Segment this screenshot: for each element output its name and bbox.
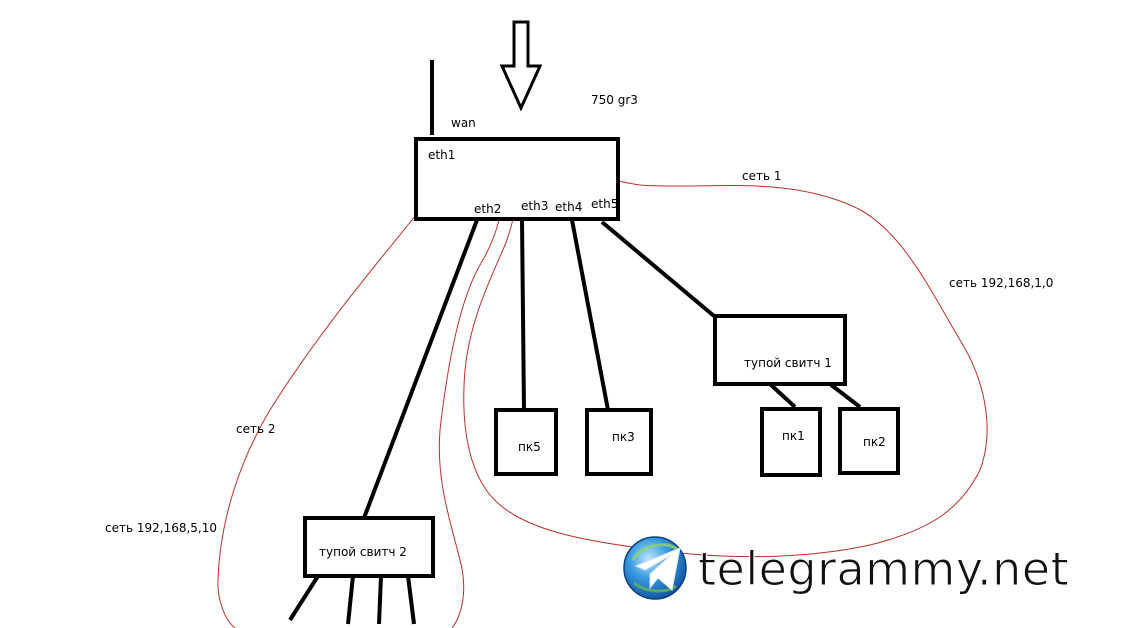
router-box: [414, 137, 620, 221]
pc3-box: [585, 408, 653, 476]
pc1-label: пк1: [782, 429, 805, 443]
switch2-port-line: [377, 575, 383, 625]
switch1-box: [713, 314, 847, 386]
eth4-label: eth4: [555, 200, 582, 214]
eth1-label: eth1: [428, 148, 455, 162]
watermark-text: telegrammy.net: [698, 542, 1069, 596]
eth4-cable: [570, 219, 610, 411]
network2-subnet: сеть 192,168,5,10: [105, 521, 217, 535]
switch2-port-line: [346, 575, 355, 625]
down-arrow-icon: [499, 20, 543, 112]
eth2-cable: [362, 219, 479, 519]
switch2-port-line: [406, 575, 416, 625]
pc5-label: пк5: [518, 440, 541, 454]
switch2-port-line: [288, 574, 320, 622]
watermark: telegrammy.net: [623, 536, 1069, 600]
switch1-label: тупой свитч 1: [744, 356, 832, 370]
wan-label: wan: [451, 116, 476, 130]
switch2-box: [303, 516, 435, 578]
eth5-cable: [600, 220, 716, 318]
pc5-box: [494, 408, 558, 476]
eth3-label: eth3: [521, 199, 548, 213]
eth5-label: eth5: [591, 197, 618, 211]
pc2-box: [838, 407, 900, 475]
pc3-label: пк3: [612, 430, 635, 444]
network2-name: сеть 2: [236, 422, 276, 436]
eth3-cable: [520, 219, 526, 411]
telegram-logo-icon: [623, 536, 687, 600]
network1-name: сеть 1: [742, 169, 782, 183]
switch2-label: тупой свитч 2: [319, 545, 407, 559]
device-label: 750 gr3: [591, 93, 638, 107]
network1-subnet: сеть 192,168,1,0: [949, 276, 1053, 290]
switch1-pc2-cable: [828, 382, 862, 409]
pc1-box: [760, 407, 822, 477]
network1-outline: [463, 163, 988, 558]
pc2-label: пк2: [863, 435, 886, 449]
eth2-label: eth2: [474, 202, 501, 216]
switch1-pc1-cable: [768, 382, 797, 409]
